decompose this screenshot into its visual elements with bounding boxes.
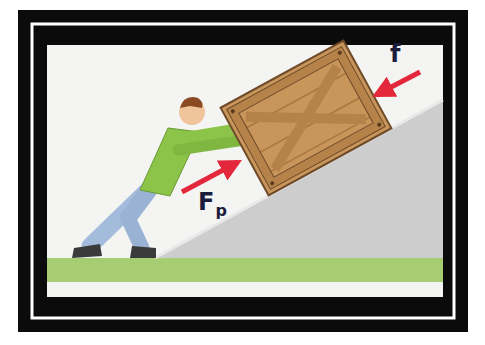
friction-force-arrow (376, 72, 420, 95)
frame-line (32, 24, 454, 318)
force-symbol: F (198, 190, 214, 214)
outer-frame (18, 10, 468, 332)
force-subscript: p (215, 203, 226, 219)
crate (221, 41, 392, 196)
picture-ground (47, 45, 443, 297)
force-symbol: f (390, 42, 400, 66)
grass-ground (47, 258, 443, 282)
push-force-arrow (182, 162, 238, 192)
